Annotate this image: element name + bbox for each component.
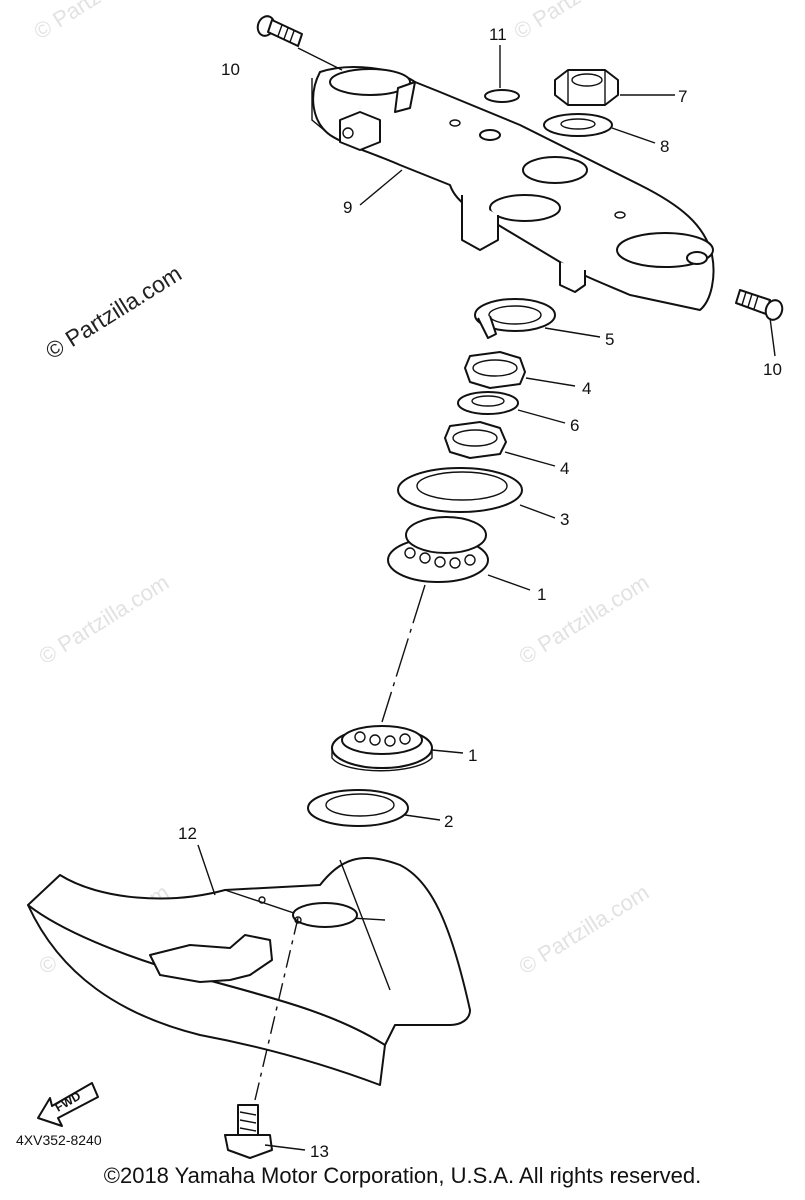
callout-11: 11 <box>489 25 507 44</box>
steering-axis-line <box>381 584 426 723</box>
callout-1-lower: 1 <box>468 746 477 765</box>
callout-10-top: 10 <box>221 60 240 79</box>
dust-seal-part-2 <box>307 789 409 827</box>
bearing-part-1-lower <box>331 725 433 772</box>
ring-nut-part-4-upper <box>464 351 526 389</box>
bolt-part-13 <box>224 917 299 1159</box>
callout-10-right: 10 <box>763 360 782 379</box>
bolt-part-10-right <box>735 289 784 321</box>
watermark-dark: © Partzilla.com <box>41 260 186 364</box>
ring-nut-part-4-lower <box>444 421 507 459</box>
copyright-notice: ©2018 Yamaha Motor Corporation, U.S.A. A… <box>103 1163 702 1188</box>
diagram-code: 4XV352-8240 <box>16 1132 102 1148</box>
bearing-part-1-upper <box>387 516 489 583</box>
rubber-washer-part-6 <box>457 391 519 415</box>
callout-labels: 10 11 7 8 9 10 5 4 6 4 3 1 1 2 12 13 <box>178 25 782 1161</box>
callout-2: 2 <box>444 812 453 831</box>
watermark: © Partzilla.com <box>34 569 173 669</box>
callout-7: 7 <box>678 87 687 106</box>
callout-9: 9 <box>343 198 352 217</box>
lock-washer-part-5 <box>474 298 556 339</box>
callout-3: 3 <box>560 510 569 529</box>
callout-8: 8 <box>660 137 669 156</box>
bolt-part-10-top <box>256 15 303 47</box>
watermark: © Partzilla.com <box>514 569 653 669</box>
fwd-arrow-icon: FWD <box>37 1082 99 1127</box>
watermark: © Partzilla.com <box>514 879 653 979</box>
callout-4-upper: 4 <box>582 379 591 398</box>
callout-13: 13 <box>310 1142 329 1161</box>
upper-bracket-part-9 <box>311 66 715 311</box>
callout-5: 5 <box>605 330 614 349</box>
washer-part-8 <box>543 113 613 137</box>
callout-4-lower: 4 <box>560 459 569 478</box>
callout-1-upper: 1 <box>537 585 546 604</box>
washer-part-11 <box>484 89 520 103</box>
watermark: © Partzilla.com <box>509 0 648 44</box>
callout-6: 6 <box>570 416 579 435</box>
watermark: © Partzilla.com <box>29 0 168 44</box>
leader-lines <box>197 45 776 1151</box>
bearing-cover-part-3 <box>397 467 523 513</box>
lower-cover-part-12 <box>27 856 471 1086</box>
nut-part-7 <box>554 69 619 106</box>
callout-12: 12 <box>178 824 197 843</box>
